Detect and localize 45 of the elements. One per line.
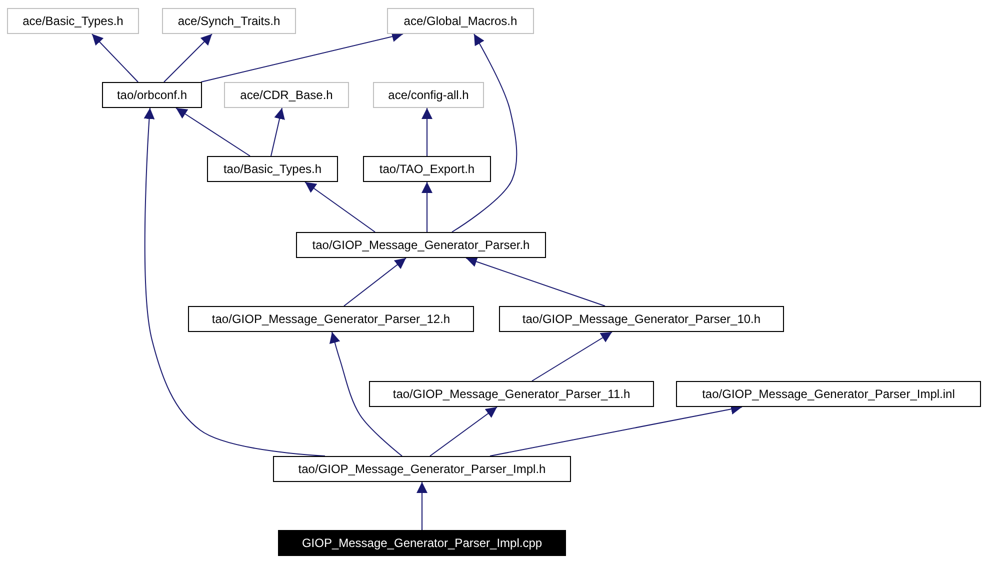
file-box	[224, 82, 349, 108]
dependency-arrow	[304, 182, 376, 232]
file-name: tao/GIOP_Message_Generator_Parser_10.h	[522, 312, 761, 326]
file-box	[387, 8, 534, 34]
file-box	[373, 82, 484, 108]
file-name: tao/GIOP_Message_Generator_Parser_Impl.h	[298, 462, 546, 476]
dependency-arrow	[430, 406, 498, 456]
file-name: ace/config-all.h	[388, 88, 469, 102]
file-box	[102, 82, 202, 108]
file-name: tao/GIOP_Message_Generator_Parser_12.h	[212, 312, 450, 326]
file-name: ace/Basic_Types.h	[22, 14, 124, 28]
file-name: tao/GIOP_Message_Generator_Parser.h	[312, 238, 530, 252]
dependency-arrow	[92, 34, 138, 82]
dependency-arrow	[144, 108, 326, 456]
file-name: tao/orbconf.h	[116, 88, 188, 102]
file-box	[278, 530, 566, 556]
file-box	[296, 232, 546, 258]
dependency-arrow	[416, 482, 428, 530]
file-name: tao/GIOP_Message_Generator_Parser_Impl.inl	[702, 387, 955, 401]
file-box	[499, 306, 784, 332]
dependency-arrow	[452, 34, 518, 232]
dependency-arrow	[466, 256, 606, 306]
dependency-arrow	[270, 108, 285, 156]
dependency-arrow	[329, 332, 402, 456]
file-name: tao/TAO_Export.h	[379, 162, 475, 176]
file-box	[7, 8, 139, 34]
file-name: ace/Synch_Traits.h	[178, 14, 280, 28]
file-box	[162, 8, 296, 34]
file-box	[207, 156, 338, 182]
dependency-arrow	[422, 108, 432, 156]
dependency-arrow	[422, 182, 432, 232]
file-name: GIOP_Message_Generator_Parser_Impl.cpp	[302, 536, 542, 550]
dependency-arrow	[344, 258, 406, 306]
file-name: tao/Basic_Types.h	[223, 162, 322, 176]
dependency-arrow	[176, 108, 250, 156]
dependency-arrow	[532, 332, 612, 382]
file-name: ace/CDR_Base.h	[240, 88, 333, 102]
file-name: ace/Global_Macros.h	[404, 14, 518, 28]
file-box	[188, 306, 474, 332]
file-box	[273, 456, 571, 482]
file-name: tao/GIOP_Message_Generator_Parser_11.h	[392, 387, 630, 401]
file-box	[676, 381, 981, 407]
file-box	[369, 381, 654, 407]
file-box	[363, 156, 491, 182]
dependency-arrow	[164, 34, 212, 82]
